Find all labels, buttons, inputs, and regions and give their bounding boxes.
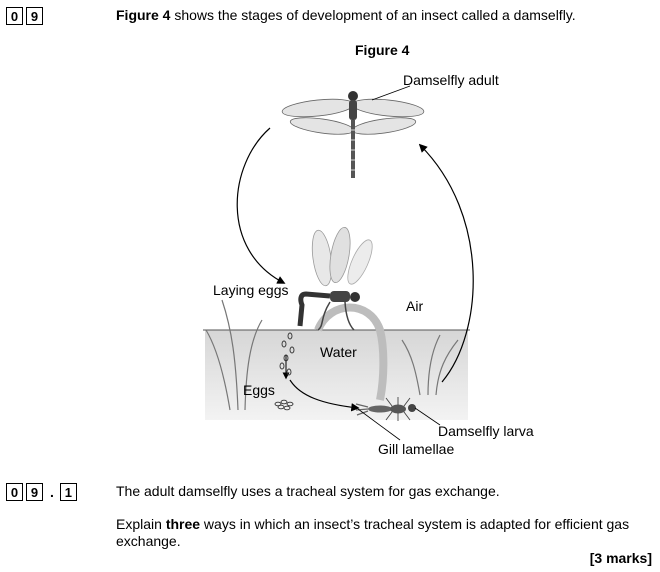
number-separator: .: [50, 484, 54, 500]
label-damselfly-larva: Damselfly larva: [438, 423, 534, 439]
arrow-eggs-to-larva: [289, 379, 360, 412]
label-damselfly-adult: Damselfly adult: [403, 72, 499, 88]
marks-label: [3 marks]: [589, 550, 652, 566]
eggs-drawing: [274, 332, 295, 411]
label-air: Air: [406, 298, 424, 314]
subquestion-digit-box: 9: [26, 483, 43, 501]
plant-stem: [314, 303, 388, 401]
subquestion-digit-box: 0: [6, 483, 23, 501]
question-digit-box: 0: [6, 7, 23, 25]
question-number: 0 9: [6, 7, 46, 25]
damselfly-larva-drawing: [355, 397, 416, 421]
label-laying-eggs: Laying eggs: [213, 282, 289, 298]
adult-label-leader: [371, 85, 411, 101]
instruction-post: ways in which an insect’s tracheal syste…: [116, 516, 630, 549]
subquestion-text: The adult damselfly uses a tracheal syst…: [116, 483, 500, 499]
figure-reference: Figure 4: [116, 7, 171, 23]
reeds-left: [205, 299, 263, 411]
damselfly-adult-drawing: [281, 91, 425, 178]
gill-label-leader: [357, 408, 401, 441]
label-eggs: Eggs: [243, 382, 275, 398]
arrow-larva-to-adult: [418, 143, 474, 383]
subquestion-instruction: Explain three ways in which an insect’s …: [116, 516, 656, 550]
larva-label-leader: [414, 407, 441, 426]
intro-text: shows the stages of development of an in…: [170, 7, 576, 23]
label-gill-lamellae: Gill lamellae: [378, 441, 455, 457]
figure-title: Figure 4: [355, 42, 410, 58]
instruction-emphasis: three: [165, 516, 201, 532]
instruction-pre: Explain: [116, 516, 166, 532]
question-intro: Figure 4 shows the stages of development…: [116, 7, 576, 24]
reeds-right: [401, 334, 459, 396]
label-water: Water: [320, 344, 357, 360]
subquestion-number: 0 9 . 1: [6, 483, 80, 501]
arrow-adult-to-laying: [236, 127, 286, 284]
subquestion-part-box: 1: [59, 483, 77, 501]
damselfly-laying-drawing: [297, 226, 373, 331]
question-digit-box: 9: [26, 7, 43, 25]
